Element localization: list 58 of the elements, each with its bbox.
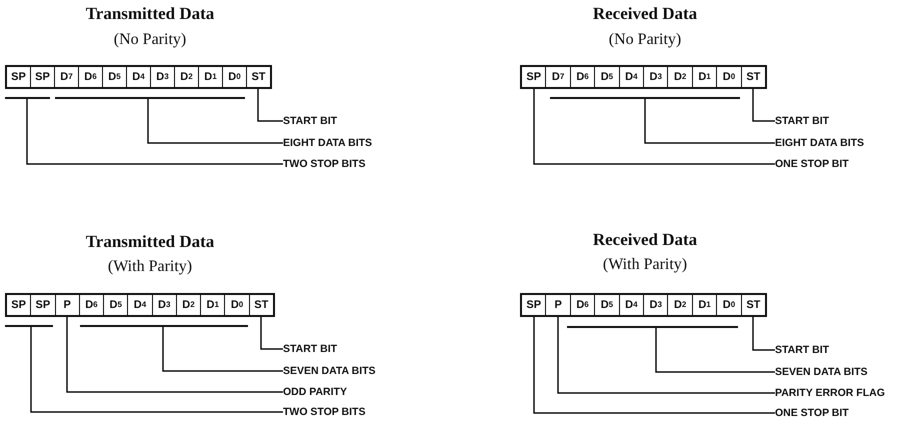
bit-cell: P	[545, 295, 570, 315]
leader-line	[147, 99, 283, 144]
panel-subheading: (With Parity)	[108, 257, 192, 276]
leader-line	[162, 327, 283, 372]
bit-cell: ST	[246, 67, 270, 87]
leader-line	[260, 315, 283, 350]
panel-subheading: (With Parity)	[602, 255, 688, 274]
panel-heading: Transmitted Data	[86, 4, 214, 24]
bit-cell: SP	[30, 67, 54, 87]
bit-field-label: EIGHT DATA BITS	[775, 137, 864, 149]
leader-line	[655, 328, 775, 373]
leader-line	[533, 87, 775, 165]
bit-field-label: PARITY ERROR FLAG	[775, 387, 885, 399]
leader-line	[30, 327, 283, 413]
bit-field-label: TWO STOP BITS	[283, 158, 366, 170]
panel-heading: Received Data	[592, 4, 698, 24]
bracket-line	[550, 97, 740, 99]
bracket-line	[5, 97, 50, 99]
bit-cell: P	[54, 295, 79, 315]
panel-subheading: (No Parity)	[114, 30, 186, 49]
panel-heading: Received Data	[592, 230, 698, 250]
bit-frame	[520, 65, 767, 89]
bit-field-label: START BIT	[283, 343, 338, 355]
leader-line	[66, 315, 283, 393]
bit-cell: ST	[740, 295, 766, 315]
bit-cell: ST	[740, 67, 766, 87]
bit-cell: SP	[7, 295, 30, 315]
bit-cell: SP	[7, 67, 30, 87]
bit-field-label: START BIT	[283, 115, 338, 127]
bit-cell: SP	[30, 295, 55, 315]
leader-line	[752, 87, 775, 122]
bit-field-label: SEVEN DATA BITS	[283, 365, 376, 377]
bit-field-label: ODD PARITY	[283, 386, 347, 398]
leader-line	[557, 315, 775, 394]
leader-line	[257, 87, 283, 122]
bracket-line	[55, 97, 245, 99]
bit-field-label: ONE STOP BIT	[775, 407, 849, 419]
bit-field-label: EIGHT DATA BITS	[283, 137, 372, 149]
leader-line	[533, 315, 775, 414]
bit-cell: SP	[522, 67, 546, 87]
bit-frame	[520, 293, 767, 317]
bit-cell: ST	[248, 295, 273, 315]
bit-frame	[5, 293, 275, 317]
leader-line	[644, 99, 775, 144]
leader-line	[26, 99, 283, 165]
panel-heading: Transmitted Data	[86, 232, 214, 252]
bit-field-label: START BIT	[775, 344, 830, 356]
bracket-line	[567, 326, 738, 328]
bit-cell: SP	[522, 295, 546, 315]
bit-field-label: TWO STOP BITS	[283, 406, 366, 418]
leader-line	[752, 315, 775, 351]
bracket-line	[80, 325, 248, 327]
bit-field-label: ONE STOP BIT	[775, 158, 849, 170]
bit-field-label: START BIT	[775, 115, 830, 127]
bit-frame	[5, 65, 272, 89]
bit-field-label: SEVEN DATA BITS	[775, 366, 868, 378]
bracket-line	[5, 325, 53, 327]
panel-subheading: (No Parity)	[608, 30, 682, 49]
